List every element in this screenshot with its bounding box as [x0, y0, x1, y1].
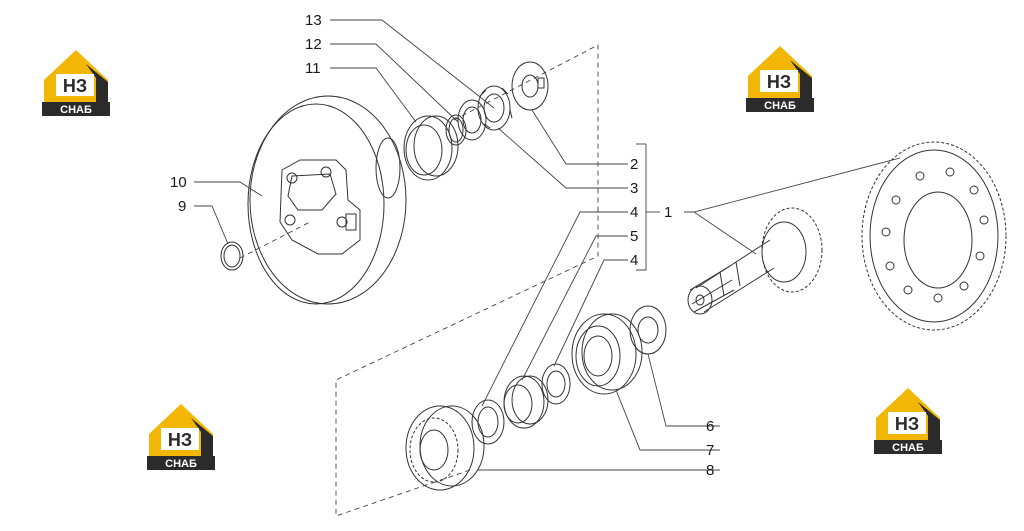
ring-gear — [861, 141, 1007, 331]
part-label: 5 — [630, 228, 638, 245]
part-label: 8 — [706, 462, 714, 479]
part-label: 11 — [305, 60, 321, 77]
watermark-logo-graphic: НЗ СНАБ — [42, 50, 110, 116]
thrust-washer-upper — [457, 99, 487, 141]
part-label: 2 — [630, 156, 638, 173]
watermark-logo-graphic: НЗ СНАБ — [746, 46, 814, 112]
watermark-bottom-text: СНАБ — [60, 104, 92, 116]
pinion-shaft — [687, 207, 823, 315]
watermark-top-text: НЗ — [168, 430, 192, 450]
bearing-cup — [503, 375, 549, 429]
slotted-nut — [477, 85, 513, 131]
watermark-top-text: НЗ — [63, 76, 87, 96]
part-label: 3 — [630, 180, 638, 197]
watermark-bottom-text: СНАБ — [764, 100, 796, 112]
watermark-top-text: НЗ — [895, 414, 919, 434]
part-labels: 13 12 11 10 9 2 3 4 1 5 4 6 7 8 — [170, 12, 714, 479]
watermark-top-text: НЗ — [767, 72, 791, 92]
watermark-logo: НЗ СНАБ — [145, 398, 217, 472]
flange-hub — [239, 95, 407, 305]
part-label: 4 — [630, 252, 638, 269]
watermark-logo-graphic: НЗ СНАБ — [874, 388, 942, 454]
part-label: 10 — [170, 174, 187, 191]
spacer-ring-lower — [471, 399, 505, 445]
watermark-logo-graphic: НЗ СНАБ — [147, 404, 215, 470]
watermark-logo: НЗ СНАБ — [40, 44, 112, 118]
leader-lines — [194, 19, 901, 471]
taper-bearing — [571, 313, 643, 395]
roller-bearing — [405, 405, 485, 491]
dashed-frame — [335, 44, 599, 517]
part-label: 13 — [305, 12, 322, 29]
spacer-ring-upper — [541, 363, 571, 405]
ring-gear-bolt-holes — [881, 167, 989, 303]
part-label: 12 — [305, 36, 322, 53]
part-label: 4 — [630, 204, 638, 221]
watermark-logo: НЗ СНАБ — [872, 382, 944, 456]
part-label: 7 — [706, 442, 714, 459]
lock-washer — [511, 61, 549, 111]
bearing-ring-upper — [403, 115, 459, 181]
part-label: 9 — [178, 198, 186, 215]
watermark-bottom-text: СНАБ — [892, 442, 924, 454]
part-label: 1 — [664, 204, 672, 221]
watermark-logo: НЗ СНАБ — [744, 40, 816, 114]
part-label: 6 — [706, 418, 714, 435]
snap-ring — [220, 241, 244, 271]
watermark-bottom-text: СНАБ — [165, 458, 197, 470]
